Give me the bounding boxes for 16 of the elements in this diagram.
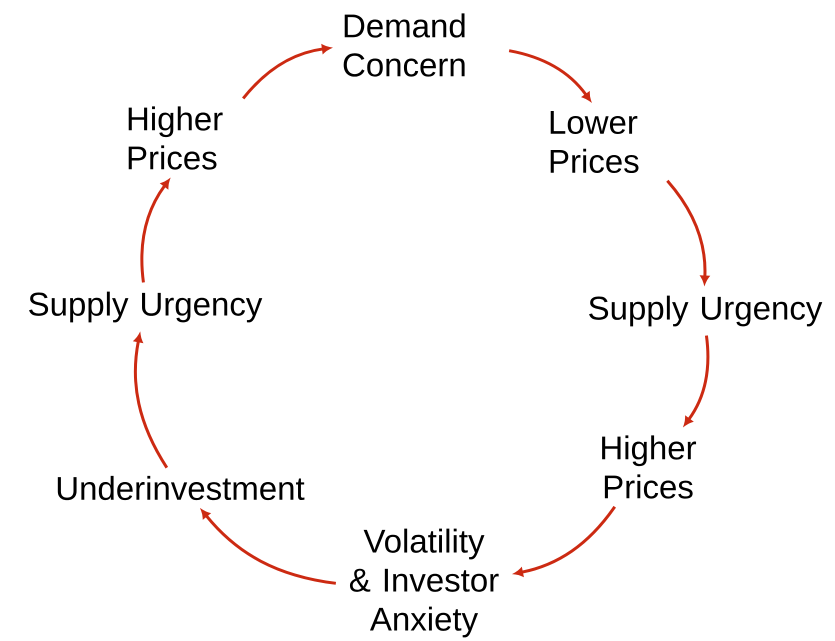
arrow	[514, 506, 616, 576]
arrow	[242, 44, 331, 100]
arrow	[140, 179, 170, 283]
arrow	[508, 49, 591, 102]
cycle-step-label: Underinvestment	[58, 476, 304, 500]
cycle-step-label: Lower Prices	[550, 110, 638, 174]
cycle-step-label: Higher Prices	[128, 106, 223, 170]
arrow	[684, 335, 710, 426]
arrow	[201, 510, 336, 585]
arrow	[666, 180, 710, 284]
cycle-step-label: Higher Prices	[602, 435, 696, 499]
cycle-step-label: Volatility & Investor Anxiety	[350, 528, 499, 638]
arrow	[134, 334, 168, 468]
cycle-step-label: Demand Concern	[344, 13, 465, 77]
cycle-step-label: Supply Urgency	[589, 296, 822, 326]
cycle-step-label: Supply Urgency	[29, 292, 262, 322]
